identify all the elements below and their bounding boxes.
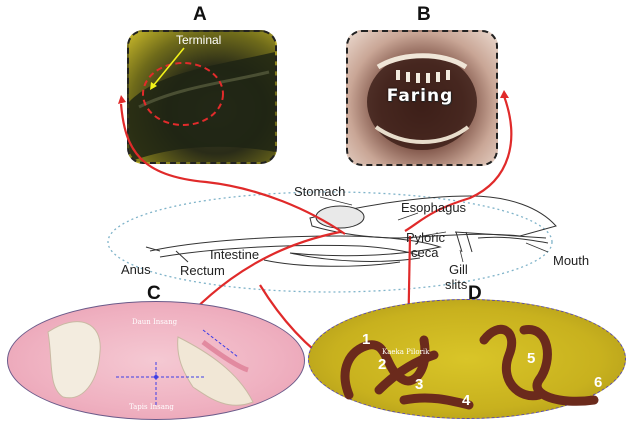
stomach-shape: [316, 206, 364, 228]
label-pyloric: Pyloric: [406, 230, 445, 245]
caeca-number-5: 5: [527, 350, 535, 367]
gill-arch-right: [178, 337, 253, 405]
caeca-number-4: 4: [462, 392, 470, 409]
label-stomach: Stomach: [294, 184, 345, 199]
label-daun-insang: Daun Insang: [132, 318, 177, 326]
label-tapis-insang: Tapis Insang: [129, 403, 174, 411]
label-ceca: ceca: [411, 245, 438, 260]
label-slits: slits: [445, 277, 467, 292]
label-rectum: Rectum: [180, 263, 225, 278]
label-anus: Anus: [121, 262, 151, 277]
arrow-a-to-rectum: [121, 104, 345, 234]
label-esophagus: Esophagus: [401, 200, 466, 215]
caeca-number-1: 1: [362, 331, 370, 348]
caeca-number-3: 3: [415, 376, 423, 393]
label-gill: Gill: [449, 262, 468, 277]
label-intestine: Intestine: [210, 247, 259, 262]
label-kaeka-pilorik: Kaeka Pilorik: [382, 348, 429, 356]
caeca-number-2: 2: [378, 356, 386, 373]
caeca-number-6: 6: [594, 374, 602, 391]
gill-arch-left: [48, 322, 100, 398]
intestine-shape: [150, 236, 440, 261]
label-mouth: Mouth: [553, 253, 589, 268]
